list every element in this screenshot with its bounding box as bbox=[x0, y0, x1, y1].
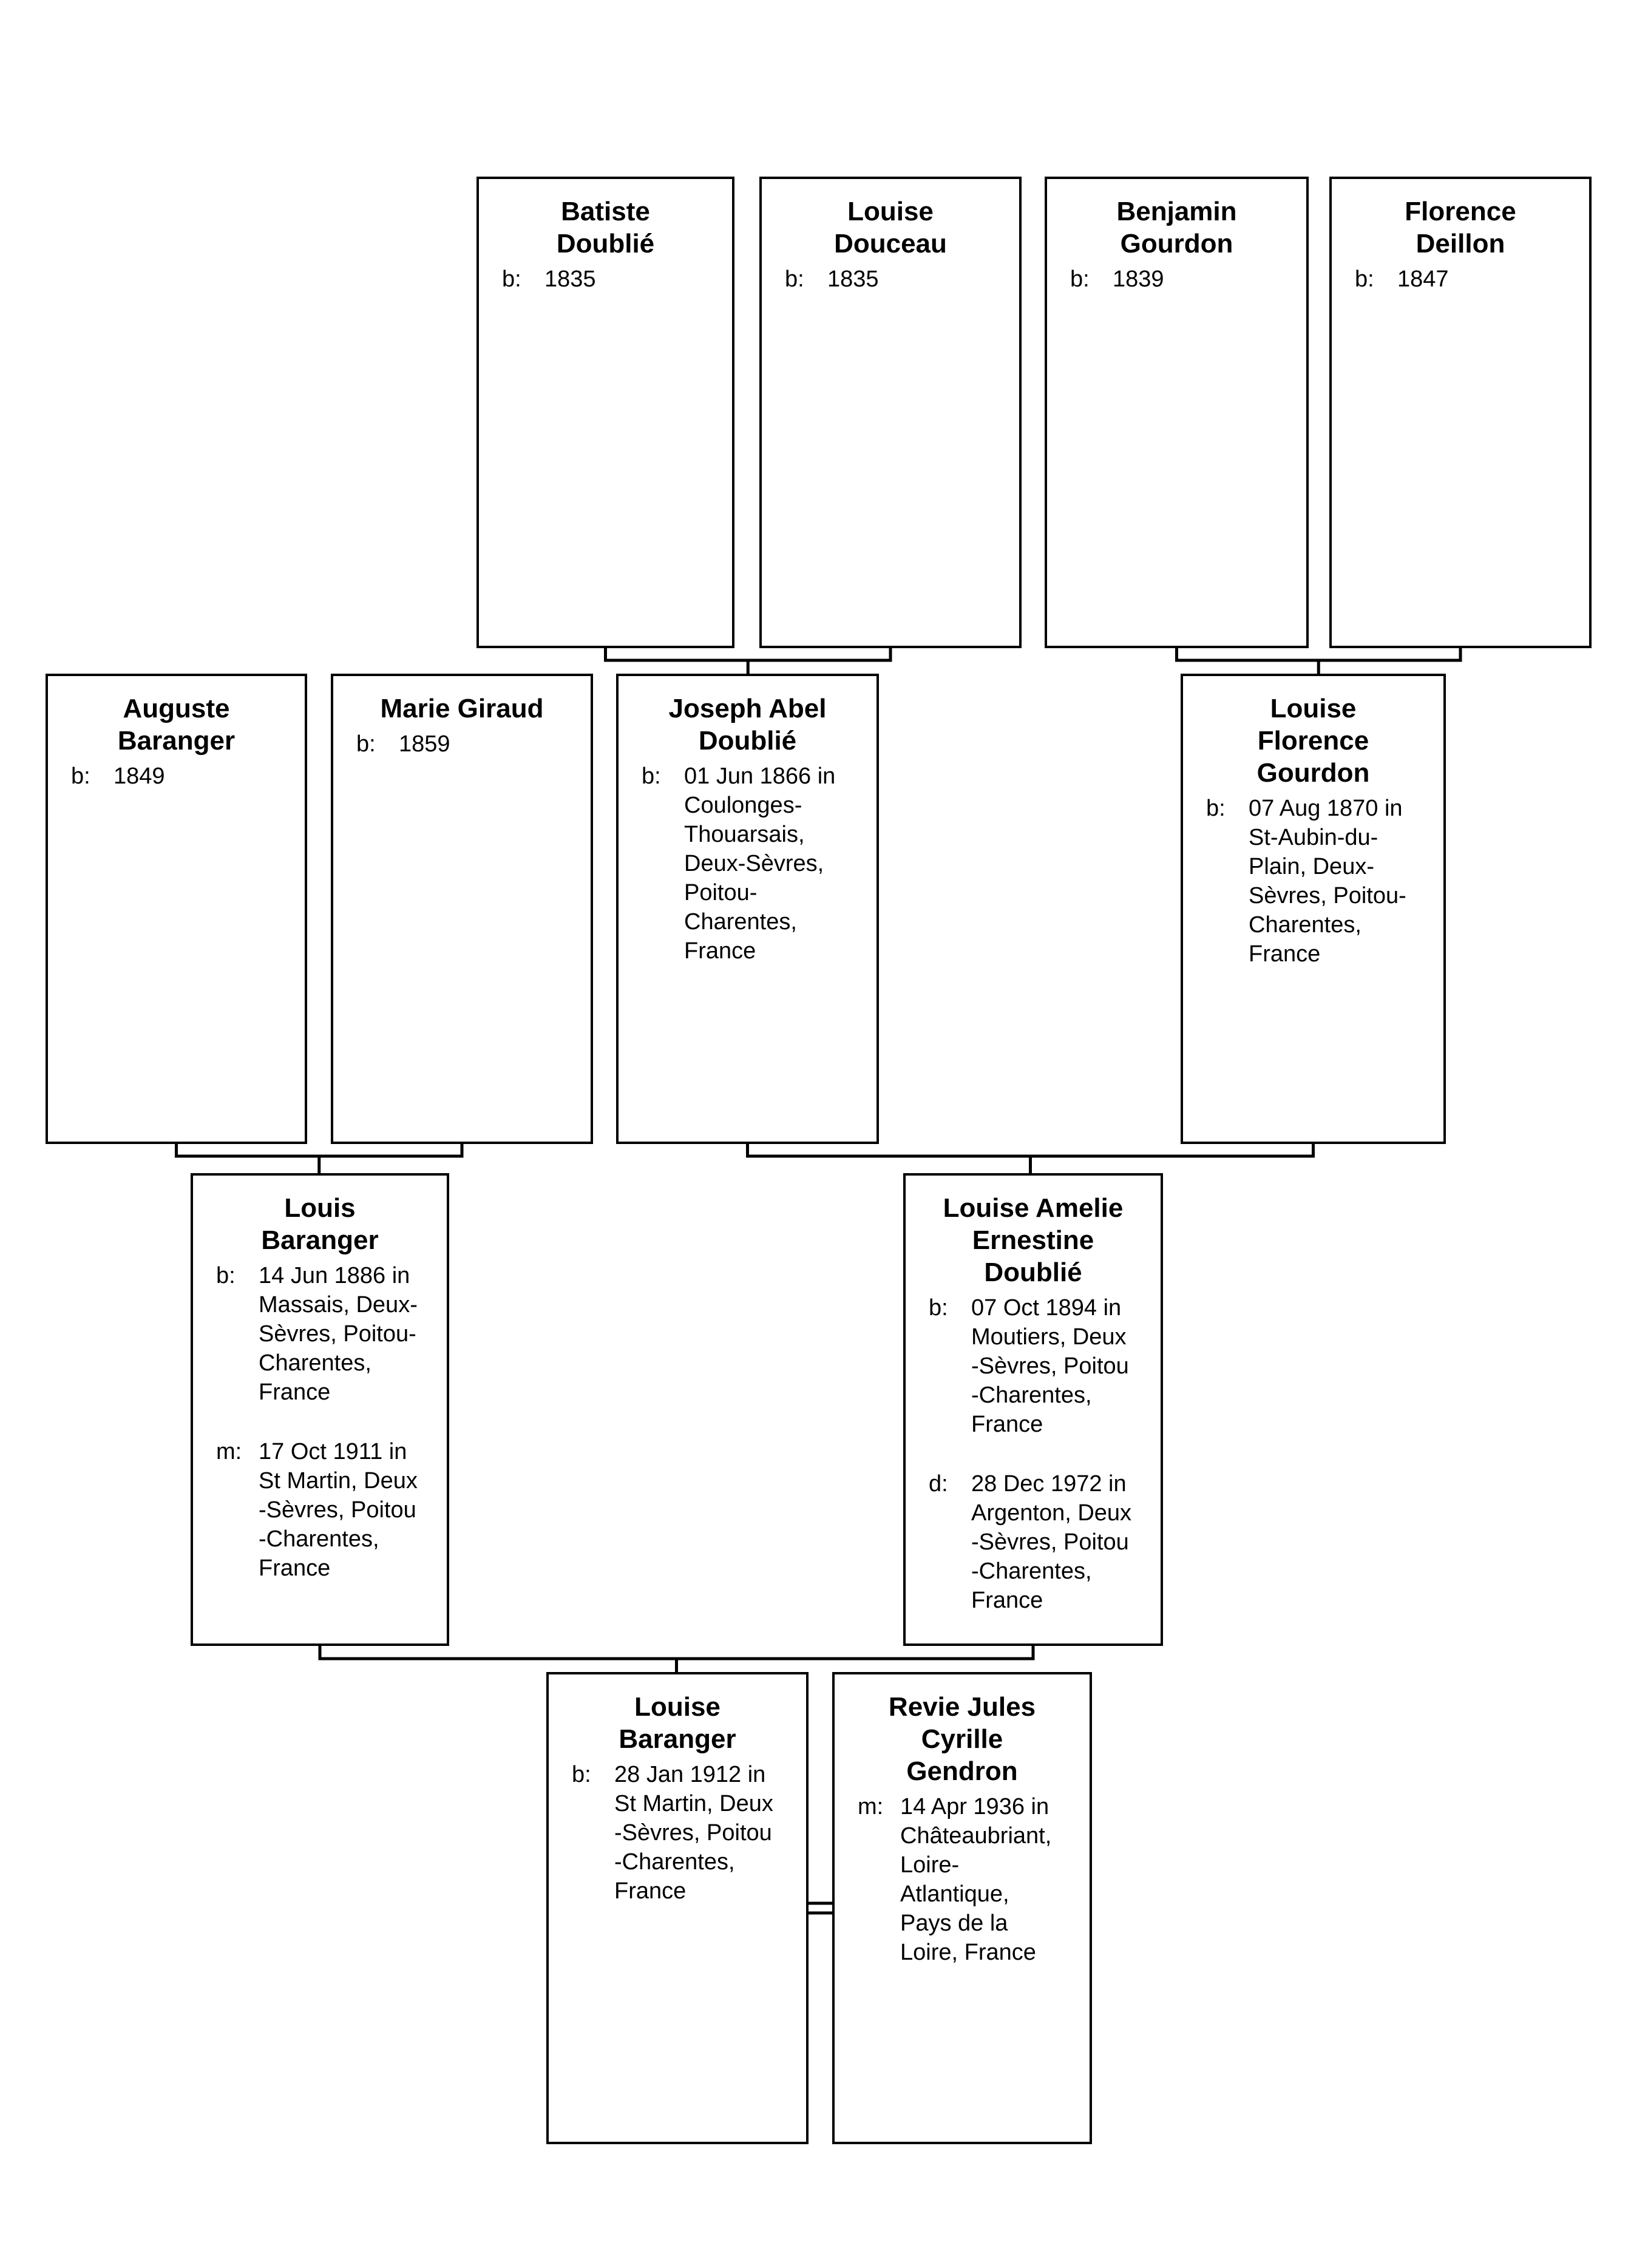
parent-connector-baranger-doublie bbox=[318, 1646, 1035, 1676]
event-row: b: 1839 bbox=[1047, 265, 1306, 294]
person-name: Benjamin Gourdon bbox=[1116, 197, 1237, 259]
person-box-louis-baranger: Louis Baranger b: 14 Jun 1886 in Massais… bbox=[191, 1173, 449, 1646]
event-label: b: bbox=[1070, 266, 1090, 292]
person-box-auguste-baranger: Auguste Baranger b: 1849 bbox=[46, 674, 307, 1144]
person-name: Louise Baranger bbox=[619, 1692, 736, 1754]
event-row: b: 28 Jan 1912 in St Martin, Deux -Sèvre… bbox=[549, 1760, 806, 1906]
event-row: b: 07 Aug 1870 in St-Aubin-du- Plain, De… bbox=[1183, 794, 1443, 969]
person-name: Auguste Baranger bbox=[117, 694, 236, 756]
person-box-louise-douceau: Louise Douceau b: 1835 bbox=[759, 177, 1022, 648]
event-text: 1849 bbox=[114, 763, 165, 789]
parent-connector-gourdon-deillon bbox=[1175, 648, 1462, 677]
event-text: 14 Jun 1886 in Massais, Deux- Sèvres, Po… bbox=[259, 1263, 418, 1405]
person-name: Louise Florence Gourdon bbox=[1256, 694, 1370, 788]
event-label: b: bbox=[502, 266, 521, 292]
event-label: b: bbox=[929, 1295, 948, 1321]
event-text: 28 Jan 1912 in St Martin, Deux -Sèvres, … bbox=[614, 1762, 773, 1904]
parent-connector-baranger-giraud bbox=[175, 1144, 464, 1177]
event-row: b: 01 Jun 1866 in Coulonges- Thouarsais,… bbox=[619, 762, 877, 966]
event-label: b: bbox=[572, 1762, 591, 1787]
event-text: 1859 bbox=[399, 731, 450, 757]
event-row: b: 1859 bbox=[333, 729, 591, 759]
person-name: Joseph Abel Doublié bbox=[668, 694, 827, 756]
person-box-louise-amelie-ernestine-doublie: Louise Amelie Ernestine Doublié b: 07 Oc… bbox=[903, 1173, 1163, 1646]
event-label: d: bbox=[929, 1471, 948, 1497]
event-row: m: 14 Apr 1936 in Châteaubriant, Loire- … bbox=[835, 1792, 1090, 1967]
event-text: 28 Dec 1972 in Argenton, Deux -Sèvres, P… bbox=[971, 1471, 1132, 1613]
person-box-louise-florence-gourdon: Louise Florence Gourdon b: 07 Aug 1870 i… bbox=[1181, 674, 1446, 1144]
person-box-revie-jules-cyrille-gendron: Revie Jules Cyrille Gendron m: 14 Apr 19… bbox=[832, 1672, 1092, 2144]
event-row: b: 1835 bbox=[479, 265, 732, 294]
person-box-benjamin-gourdon: Benjamin Gourdon b: 1839 bbox=[1045, 177, 1309, 648]
person-name: Louise Douceau bbox=[834, 197, 947, 259]
event-row: b: 14 Jun 1886 in Massais, Deux- Sèvres,… bbox=[193, 1261, 447, 1407]
event-label: m: bbox=[216, 1439, 242, 1464]
event-label: b: bbox=[1355, 266, 1374, 292]
event-label: m: bbox=[858, 1794, 884, 1819]
event-row: b: 07 Oct 1894 in Moutiers, Deux -Sèvres… bbox=[906, 1293, 1161, 1439]
person-name: Marie Giraud bbox=[380, 694, 544, 723]
event-label: b: bbox=[785, 266, 804, 292]
person-name: Batiste Doublié bbox=[556, 197, 655, 259]
person-box-florence-deillon: Florence Deillon b: 1847 bbox=[1329, 177, 1592, 648]
event-text: 17 Oct 1911 in St Martin, Deux -Sèvres, … bbox=[259, 1439, 418, 1581]
event-row: d: 28 Dec 1972 in Argenton, Deux -Sèvres… bbox=[906, 1469, 1161, 1615]
event-text: 1835 bbox=[544, 266, 596, 292]
person-name: Revie Jules Cyrille Gendron bbox=[888, 1692, 1036, 1786]
event-label: b: bbox=[356, 731, 376, 757]
parent-connector-doublie-gourdon bbox=[746, 1144, 1315, 1177]
person-box-marie-giraud: Marie Giraud b: 1859 bbox=[331, 674, 593, 1144]
event-row: b: 1849 bbox=[48, 762, 305, 791]
person-box-batiste-doublie: Batiste Doublié b: 1835 bbox=[476, 177, 734, 648]
event-text: 1839 bbox=[1113, 266, 1164, 292]
event-label: b: bbox=[71, 763, 90, 789]
event-text: 1835 bbox=[827, 266, 879, 292]
marriage-connector-baranger-gendron bbox=[807, 1901, 833, 1915]
event-text: 14 Apr 1936 in Châteaubriant, Loire- Atl… bbox=[900, 1794, 1052, 1965]
person-name: Florence Deillon bbox=[1405, 197, 1516, 259]
person-box-joseph-abel-doublie: Joseph Abel Doublié b: 01 Jun 1866 in Co… bbox=[616, 674, 879, 1144]
parent-connector-doublie-douceau bbox=[604, 648, 892, 677]
event-label: b: bbox=[642, 763, 661, 789]
event-row: m: 17 Oct 1911 in St Martin, Deux -Sèvre… bbox=[193, 1437, 447, 1583]
person-box-louise-baranger: Louise Baranger b: 28 Jan 1912 in St Mar… bbox=[546, 1672, 809, 2144]
event-row: b: 1835 bbox=[762, 265, 1019, 294]
person-name: Louise Amelie Ernestine Doublié bbox=[943, 1193, 1124, 1287]
event-text: 01 Jun 1866 in Coulonges- Thouarsais, De… bbox=[684, 763, 836, 964]
event-label: b: bbox=[1206, 796, 1226, 821]
event-text: 07 Oct 1894 in Moutiers, Deux -Sèvres, P… bbox=[971, 1295, 1129, 1437]
event-label: b: bbox=[216, 1263, 236, 1288]
event-text: 07 Aug 1870 in St-Aubin-du- Plain, Deux-… bbox=[1249, 796, 1406, 967]
event-row: b: 1847 bbox=[1332, 265, 1589, 294]
person-name: Louis Baranger bbox=[261, 1193, 379, 1255]
event-text: 1847 bbox=[1397, 266, 1449, 292]
